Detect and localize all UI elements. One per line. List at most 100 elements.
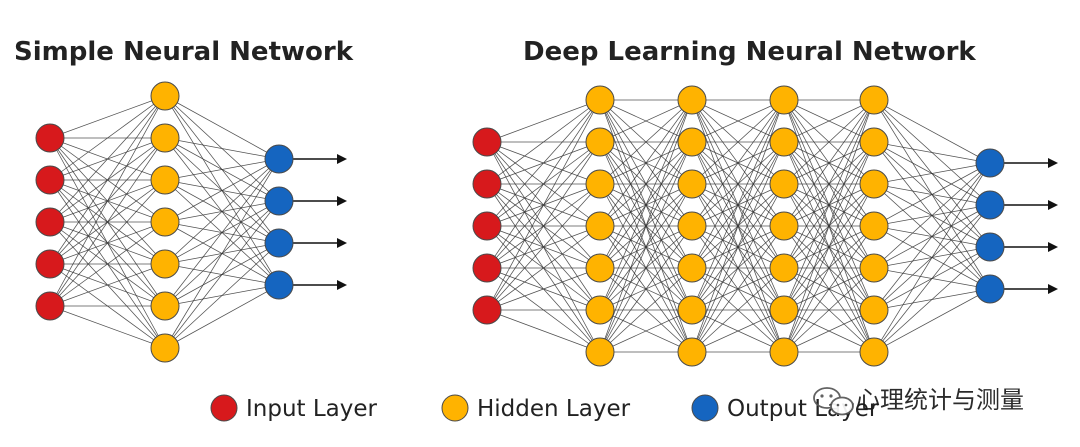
connection-line — [486, 99, 601, 311]
connection-line — [164, 284, 280, 349]
hidden-node — [585, 169, 615, 199]
legend-input-label: Input Layer — [246, 396, 378, 422]
hidden-node — [585, 85, 615, 115]
connection-line — [49, 95, 166, 265]
input-node — [472, 211, 502, 241]
hidden-node — [150, 207, 180, 237]
connection-line — [49, 95, 166, 181]
connection-line — [691, 267, 785, 353]
deep-network-title: Deep Learning Neural Network — [523, 37, 976, 67]
simple-network-diagram — [35, 81, 347, 363]
connection-line — [783, 225, 875, 353]
connection-line — [691, 141, 785, 353]
connection-line — [599, 99, 693, 269]
hidden-node — [769, 295, 799, 325]
hidden-node — [677, 127, 707, 157]
input-node — [472, 295, 502, 325]
hidden-node — [859, 169, 889, 199]
input-node — [35, 123, 65, 153]
output-node — [264, 228, 294, 258]
connection-line — [486, 225, 601, 311]
simple-nodes — [35, 81, 294, 363]
connection-line — [783, 99, 875, 353]
legend: Input Layer Hidden Layer Output Layer — [210, 394, 879, 422]
connection-line — [49, 305, 166, 349]
connection-line — [873, 99, 991, 164]
input-node — [35, 291, 65, 321]
connection-line — [49, 95, 166, 139]
hidden-node — [585, 253, 615, 283]
hidden-node — [585, 295, 615, 325]
connection-line — [486, 99, 601, 227]
output-arrow-head — [1048, 242, 1058, 252]
hidden-node — [677, 253, 707, 283]
output-node — [975, 190, 1005, 220]
connection-line — [486, 99, 601, 269]
hidden-node — [769, 337, 799, 367]
hidden-node — [859, 127, 889, 157]
simple-connections — [49, 95, 280, 349]
connection-line — [691, 99, 785, 143]
connection-line — [783, 183, 875, 353]
connection-line — [873, 162, 991, 185]
output-arrow-head — [337, 238, 347, 248]
connection-line — [783, 99, 875, 185]
connection-line — [599, 99, 693, 185]
deep-connections — [486, 99, 991, 353]
connection-line — [783, 99, 875, 143]
input-node — [35, 207, 65, 237]
hidden-node — [150, 81, 180, 111]
output-arrow-head — [1048, 284, 1058, 294]
connection-line — [691, 99, 785, 185]
hidden-node — [585, 211, 615, 241]
deep-output-arrows — [1004, 158, 1058, 294]
hidden-node — [585, 127, 615, 157]
output-arrow-head — [1048, 158, 1058, 168]
hidden-node — [859, 85, 889, 115]
connection-line — [49, 179, 166, 307]
connection-line — [486, 267, 601, 311]
input-node — [472, 253, 502, 283]
connection-line — [49, 137, 166, 307]
connection-line — [873, 288, 991, 353]
output-arrow-head — [337, 154, 347, 164]
output-node — [975, 232, 1005, 262]
connection-line — [873, 162, 991, 311]
connection-line — [691, 225, 785, 353]
connection-line — [486, 99, 601, 143]
connection-line — [599, 99, 693, 311]
watermark-text: 心理统计与测量 — [856, 386, 1024, 414]
connection-line — [599, 141, 693, 353]
input-node — [35, 249, 65, 279]
connection-line — [783, 99, 875, 311]
hidden-node — [150, 291, 180, 321]
output-arrow-head — [337, 280, 347, 290]
connection-line — [783, 99, 875, 269]
input-node — [472, 127, 502, 157]
input-node — [35, 165, 65, 195]
connection-line — [164, 200, 280, 349]
connection-line — [49, 221, 166, 307]
connection-line — [691, 99, 785, 227]
connection-line — [873, 162, 991, 269]
legend-output-label: Output Layer — [727, 396, 879, 422]
hidden-node — [859, 337, 889, 367]
hidden-node — [150, 333, 180, 363]
connection-line — [49, 95, 166, 223]
connection-line — [486, 141, 601, 311]
connection-line — [599, 267, 693, 353]
hidden-node — [677, 211, 707, 241]
connection-line — [486, 99, 601, 185]
connection-line — [164, 158, 280, 349]
output-node — [264, 144, 294, 174]
input-node — [472, 169, 502, 199]
legend-input-swatch — [210, 394, 238, 422]
hidden-node — [150, 123, 180, 153]
output-node — [975, 274, 1005, 304]
connection-line — [164, 137, 280, 160]
hidden-node — [677, 85, 707, 115]
output-node — [264, 186, 294, 216]
hidden-node — [859, 295, 889, 325]
connection-line — [164, 158, 280, 307]
